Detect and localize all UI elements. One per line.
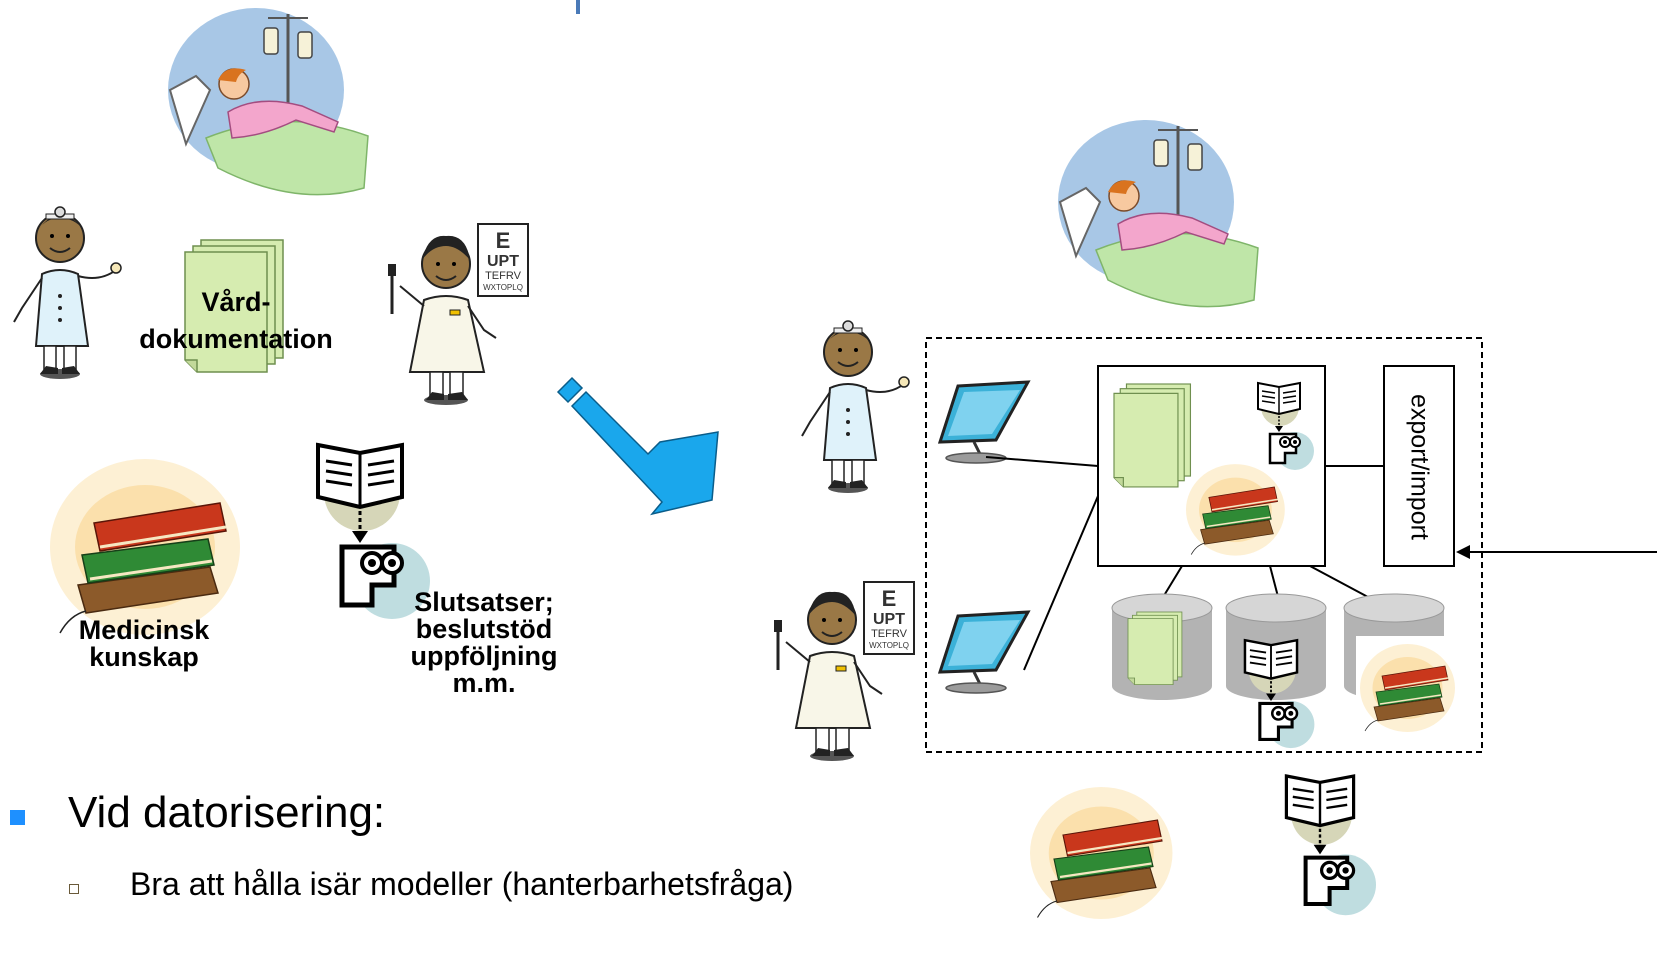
bullet-sub-text: Bra att hålla isär modeller (hanterbarhe… [130, 866, 794, 902]
medicinsk-label-line2: kunskap [89, 642, 199, 672]
database-cylinder-icon-3 [1343, 593, 1456, 733]
sub-bullet-marker [69, 884, 79, 894]
slutsatser-label-line4: m.m. [452, 668, 516, 698]
slutsatser-label-line3: uppföljning [410, 641, 558, 671]
eye-chart-line2: UPT [487, 253, 519, 270]
export-import-label: export/import [1386, 372, 1452, 562]
eye-chart-right-line1: E [882, 586, 897, 611]
title-mark [576, 0, 580, 14]
system-boundary [925, 337, 1483, 753]
incoming-arrow [1456, 545, 1657, 559]
big-arrow-icon [556, 376, 719, 516]
slutsatser-label-line2: beslutstöd [415, 614, 553, 644]
eye-chart-line3: TEFRV [485, 270, 522, 282]
patient-bed-icon [166, 6, 370, 197]
slutsatser-label-line1: Slutsatser; [414, 587, 554, 617]
eye-chart-icon-right: E UPT TEFRV WXTOPLQ [863, 581, 915, 655]
monitor-icon [938, 380, 1030, 465]
monitor-icon-2 [938, 610, 1030, 695]
slutsatser-label: Slutsatser; beslutstöd uppföljning m.m. [396, 589, 572, 697]
bullet-marker [10, 810, 25, 825]
eye-chart-icon: E UPT TEFRV WXTOPLQ [477, 223, 529, 297]
eye-chart-right-line4: WXTOPLQ [869, 641, 909, 650]
export-import-text: export/import [1405, 394, 1434, 540]
vard-label-line1: Vård- [201, 287, 271, 317]
book-stack-icon-app [1185, 463, 1286, 557]
doctor-icon [13, 206, 122, 380]
document-stack-icon-app [1113, 383, 1192, 488]
eye-chart-right-line3: TEFRV [871, 628, 908, 640]
export-import-box [1383, 365, 1455, 567]
medicinsk-label-line1: Medicinsk [78, 615, 210, 645]
eye-chart-line4: WXTOPLQ [483, 283, 523, 292]
database-cylinder-icon-1 [1111, 593, 1213, 701]
medicinsk-kunskap-label: Medicinsk kunskap [64, 617, 224, 671]
eye-chart-right-line2: UPT [873, 611, 905, 628]
doctor-icon-right [801, 320, 910, 494]
book-stack-icon [48, 457, 242, 637]
eye-chart-line1: E [496, 228, 511, 253]
vard-label-line2: dokumentation [139, 324, 333, 354]
database-cylinder-icon-2 [1225, 593, 1327, 750]
book-stack-icon-bottom [1028, 785, 1174, 921]
patient-bed-icon-right [1056, 118, 1260, 309]
bullet-main-text: Vid datorisering: [68, 788, 386, 837]
vard-dokumentation-label: Vård- dokumentation [128, 289, 344, 353]
book-to-brain-icon-bottom [1286, 776, 1376, 915]
